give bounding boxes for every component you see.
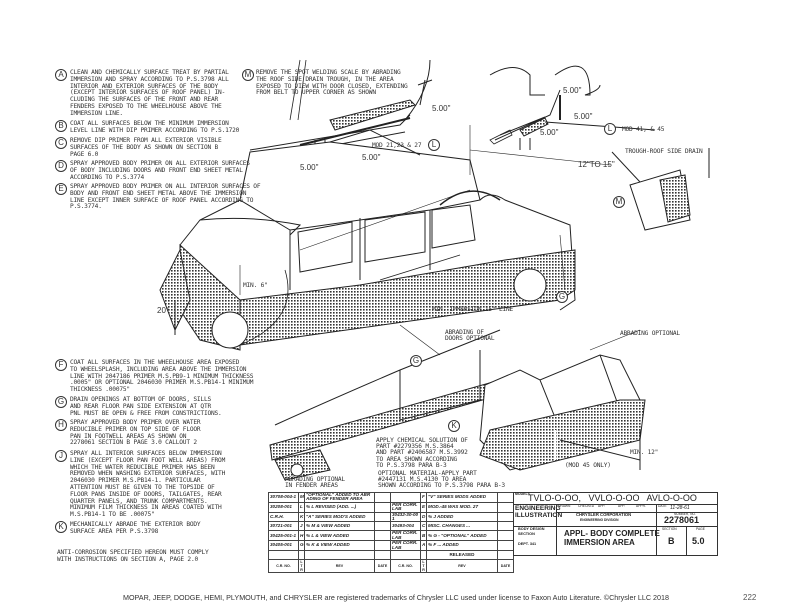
min-12-label: MIN. 12" xyxy=(630,449,659,456)
title-block: MODELS TVLO-O-OO, VVLO-O-OO AVLO-O-OO EN… xyxy=(513,492,718,556)
section-value: B xyxy=(668,536,675,546)
callout-k: K xyxy=(448,420,460,432)
dim-20: 20" xyxy=(157,306,169,315)
date-value: 11-28-61 xyxy=(670,505,690,511)
pillar-detail-left xyxy=(249,59,433,181)
trough-detail xyxy=(611,148,710,231)
note-b-text: COAT ALL SURFACES BELOW THE MINIMUM IMME… xyxy=(70,120,240,134)
note-a-text: CLEAN AND CHEMICALLY SURFACE TREAT BY PA… xyxy=(70,69,229,117)
trademark-footer: MOPAR, JEEP, DODGE, HEMI, PLYMOUTH, and … xyxy=(122,593,670,602)
note-g-marker: G xyxy=(55,396,67,408)
note-h-text: SPRAY APPROVED BODY PRIMER OVER WATER RE… xyxy=(70,419,201,447)
page-value: 5.0 xyxy=(692,536,705,546)
dim-500-f: 5.00" xyxy=(540,128,559,137)
note-b-marker: B xyxy=(55,120,67,132)
optional-material-note: OPTIONAL MATERIAL-APPLY PART #2447131 M.… xyxy=(378,470,505,490)
dim-500-a: 5.00" xyxy=(432,104,451,113)
callout-l-1: L xyxy=(428,139,440,151)
models: TVLO-O-OO, VVLO-O-OO AVLO-O-OO xyxy=(528,493,697,503)
note-d-marker: D xyxy=(55,160,67,172)
note-c-marker: C xyxy=(55,137,67,149)
page-number: 222 xyxy=(743,593,757,602)
callout-g-2: G xyxy=(410,355,422,367)
abrading-doors-label: ABRADING OF DOORS OPTIONAL xyxy=(445,329,495,343)
dim-500-e: 5.00" xyxy=(574,112,593,121)
dim-500-c: 5.00" xyxy=(300,163,319,172)
note-d-text: SPRAY APPROVED BODY PRIMER ON ALL EXTERI… xyxy=(70,160,250,181)
released-label: RELEASED xyxy=(426,550,498,561)
note-j-marker: J xyxy=(55,450,67,462)
dim-500-d: 5.00" xyxy=(563,86,582,95)
rear-quarter-detail xyxy=(479,354,646,471)
note-f-marker: F xyxy=(55,359,67,371)
note-m-marker: M xyxy=(242,69,254,81)
anti-corrosion-note: ANTI-CORROSION SPECIFIED HEREON MUST COM… xyxy=(57,549,209,563)
abrading-optional-label: ABRADING OPTIONAL xyxy=(620,330,680,337)
callout-l-2: L xyxy=(604,123,616,135)
note-a-marker: A xyxy=(55,69,67,81)
note-m-text: REMOVE THE SPOT WELDING SCALE BY ABRADIN… xyxy=(256,69,408,97)
abrading-fender-label: ABRADING OPTIONAL IN FENDER AREAS xyxy=(285,476,345,490)
note-j-text: SPRAY ALL INTERIOR SURFACES BELOW IMMERS… xyxy=(70,450,226,519)
note-h-marker: H xyxy=(55,419,67,431)
trough-label: TROUGH-ROOF SIDE DRAIN xyxy=(625,148,703,155)
mod-21-label: MOD 21,23 & 27 xyxy=(372,142,422,149)
note-c-text: REMOVE DIP PRIMER FROM ALL EXTERIOR VISI… xyxy=(70,137,222,158)
mod-45-only-label: (MOD 45 ONLY) xyxy=(565,462,611,469)
note-g-text: DRAIN OPENINGS AT BOTTOM OF DOORS, SILLS… xyxy=(70,396,222,417)
pillar-detail-right xyxy=(489,65,656,150)
note-f-text: COAT ALL SURFACES IN THE WHEELHOUSE AREA… xyxy=(70,359,254,394)
dim-500-b: 5.00" xyxy=(362,153,381,162)
mod-41-label: MOD 41, & 45 xyxy=(622,126,665,133)
callout-g-1: G xyxy=(556,291,568,303)
fender-detail xyxy=(269,329,501,481)
note-e-text: SPRAY APPROVED BODY PRIMER ON ALL INTERI… xyxy=(70,183,261,211)
note-e-marker: E xyxy=(55,183,67,195)
engineering-illustration: ENGINEERING ILLUSTRATION xyxy=(515,505,563,519)
chemical-note: APPLY CHEMICAL SOLUTION OF PART #2279356… xyxy=(376,437,468,469)
min-6-label: MIN. 6" xyxy=(243,282,268,289)
drawing-title: APPL- BODY COMPLETE IMMERSION AREA xyxy=(564,529,660,547)
note-k-text: MECHANICALLY ABRADE THE EXTERIOR BODY SU… xyxy=(70,521,201,535)
drawing-number: 2278061 xyxy=(664,515,700,525)
revision-row: RELEASED xyxy=(268,550,514,561)
dim-12-15: 12"TO 15" xyxy=(578,160,615,169)
immersion-line-label: MIN. IMMERSION 15" LINE xyxy=(432,306,514,313)
note-k-marker: K xyxy=(55,521,67,533)
callout-m: M xyxy=(613,196,625,208)
